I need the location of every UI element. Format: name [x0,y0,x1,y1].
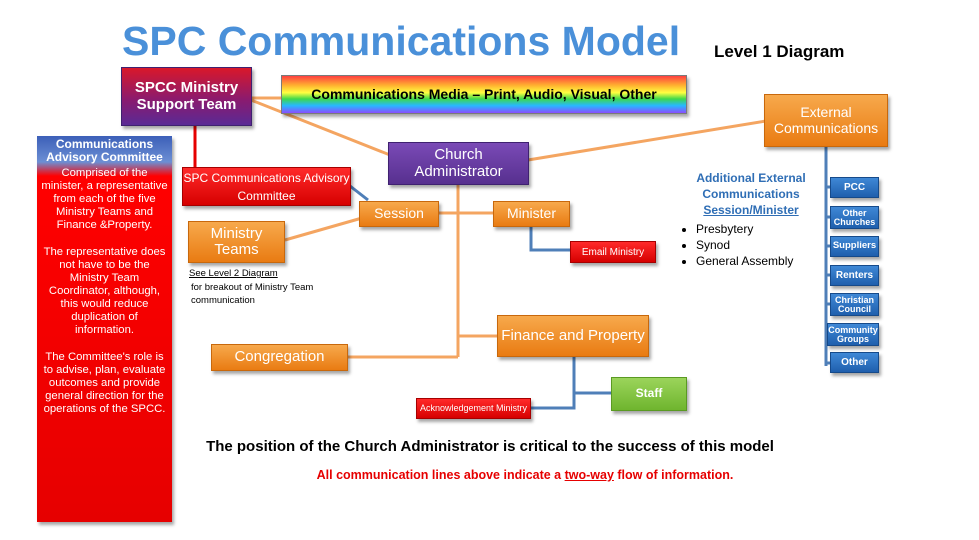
sidebar-paragraph-1: Comprised of the minister, a representat… [41,167,168,232]
church-admin-label: Church Administrator [414,146,503,180]
external-target-pcc: PCC [830,177,879,198]
media-node: Communications Media – Print, Audio, Vis… [281,75,687,114]
support-team-label: SPCC Ministry Support Team [134,79,239,113]
external-target-label: Renters [835,270,874,281]
sidebar-heading: Communications Advisory Committee [46,137,163,164]
external-node: External Communications [764,94,888,147]
external-target-label: Other [841,357,868,368]
level2-link[interactable]: See Level 2 Diagram [189,268,278,279]
line-minister-email [529,227,571,252]
level2-text: for breakout of Ministry Team communicat… [191,282,314,306]
external-target-other-churches: Other Churches [830,206,879,229]
page-subtitle: Level 1 Diagram [714,42,845,61]
external-target-label: Christian Council [834,294,874,314]
congregation-label: Congregation [234,348,325,366]
sidebar-paragraph-2: The representative does not have to be t… [43,246,166,337]
ministry-teams-label: Ministry Teams [210,224,263,258]
blue-lines [349,146,831,410]
church-admin-node: Church Administrator [388,142,529,185]
footer-note-prefix: All communication lines above indicate a [316,468,565,482]
finance-property-node: Finance and Property [497,315,649,357]
staff-node: Staff [611,377,687,411]
external-target-community-groups: Community Groups [827,323,879,346]
acknowledgement-ministry-label: Acknowledgement Ministry [419,402,528,413]
advisory-committee-label: SPC Communications Advisory Committee [183,170,350,203]
line-advisory-session [349,184,369,202]
external-info-heading: Additional External Communications Sessi… [684,170,818,219]
external-target-label: Other Churches [833,207,876,227]
external-info-heading-line2: Session/Minister [703,203,799,218]
email-ministry-node: Email Ministry [570,241,656,263]
external-target-label: PCC [843,182,866,193]
footer-note-emphasis: two-way [564,468,614,482]
external-info-item: General Assembly [696,253,818,269]
orange-lines [250,96,767,359]
external-info-item: Synod [696,237,818,253]
external-info-heading-line1: Additional External Communications [696,171,806,202]
congregation-node: Congregation [211,344,348,371]
line-finance-ack [530,357,576,410]
line-teams-session [284,216,363,242]
advisory-sidebar: Communications Advisory Committee Compri… [37,136,172,522]
external-info-list: Presbytery Synod General Assembly [684,221,818,270]
advisory-committee-node: SPC Communications Advisory Committee [182,167,351,206]
session-node: Session [359,201,439,227]
media-label: Communications Media – Print, Audio, Vis… [311,85,657,102]
minister-label: Minister [506,205,556,222]
support-team-node: SPCC Ministry Support Team [121,67,252,126]
footer-note-suffix: flow of information. [613,468,734,482]
line-admin-external [527,119,767,162]
external-target-other: Other [830,352,879,373]
external-target-suppliers: Suppliers [830,236,879,257]
email-ministry-label: Email Ministry [581,246,645,258]
page-title: SPC Communications Model [122,18,681,64]
external-target-label: Suppliers [832,240,877,252]
minister-node: Minister [493,201,570,227]
line-support-admin [250,98,391,157]
external-target-christian-council: Christian Council [830,293,879,316]
external-target-renters: Renters [830,265,879,286]
finance-property-label: Finance and Property [501,326,645,344]
sidebar-paragraph-3: The Committee's role is to advise, plan,… [43,351,166,415]
external-target-label: Community Groups [828,324,878,344]
external-label: External Communications [773,104,879,136]
external-info: Additional External Communications Sessi… [684,170,818,269]
footer-statement: The position of the Church Administrator… [206,438,774,455]
acknowledgement-ministry-node: Acknowledgement Ministry [416,398,531,419]
footer-note: All communication lines above indicate a… [200,468,850,482]
ministry-teams-node: Ministry Teams [188,221,285,263]
external-info-item: Presbytery [696,221,818,237]
level2-note: See Level 2 Diagram for breakout of Mini… [189,268,314,307]
session-label: Session [374,205,424,222]
staff-label: Staff [635,386,663,401]
